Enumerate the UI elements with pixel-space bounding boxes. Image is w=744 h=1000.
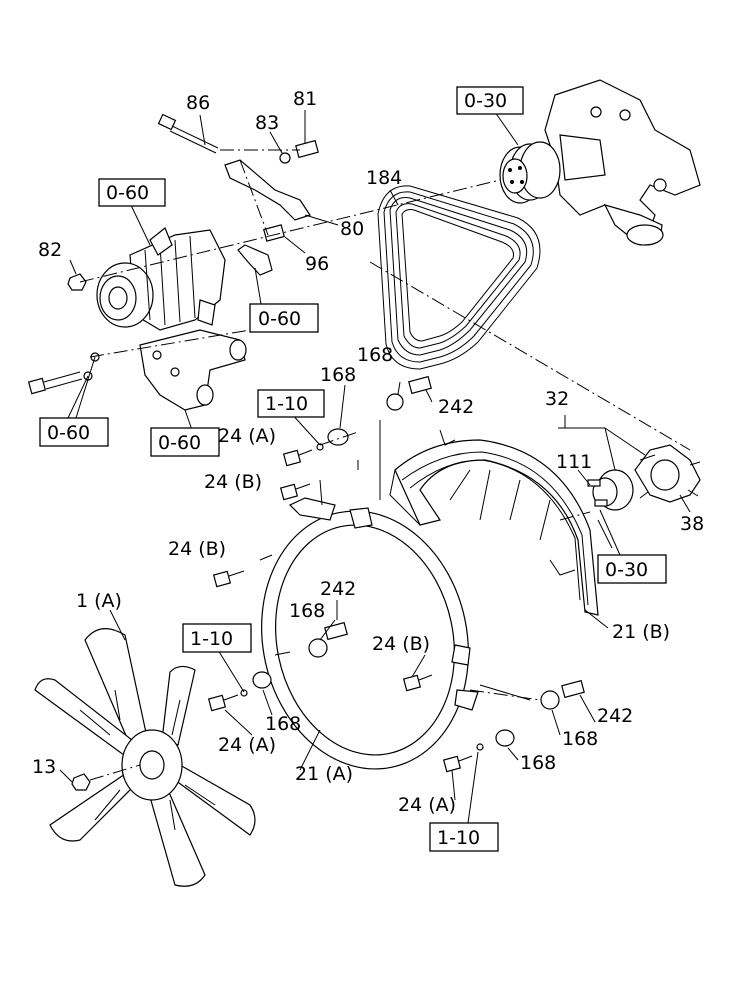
bolt-81 xyxy=(295,139,319,159)
callout-38: 38 xyxy=(680,513,704,535)
callout-111: 111 xyxy=(556,451,592,473)
callout-24B-upper: 24 (B) xyxy=(204,471,262,493)
callout-24A-lower: 24 (A) xyxy=(398,794,456,816)
small-bracket xyxy=(237,244,273,276)
callout-168-mid: 168 xyxy=(289,600,325,622)
ref-box-0-60-mount[interactable]: 0-60 xyxy=(150,427,220,457)
reference-boxes: 0-30 0-60 0-60 1-10 0-60 0-60 0-30 1-10 xyxy=(39,86,667,852)
callout-242-upper: 242 xyxy=(438,396,474,418)
drive-belt xyxy=(377,185,541,370)
fan-shroud-upper xyxy=(389,429,599,616)
callout-81: 81 xyxy=(293,88,317,110)
callout-labels: 86 83 81 80 96 82 184 168 168 242 32 111… xyxy=(32,88,704,816)
alternator xyxy=(96,227,226,331)
callout-24B-right: 24 (B) xyxy=(372,633,430,655)
callout-83: 83 xyxy=(255,112,279,134)
callout-168-lower-right: 168 xyxy=(520,752,556,774)
svg-text:1-10: 1-10 xyxy=(437,827,480,849)
callout-168-upper-right: 168 xyxy=(357,344,393,366)
bolt-96 xyxy=(263,224,285,242)
fan-pulley-hub xyxy=(587,469,634,511)
callout-242-right: 242 xyxy=(597,705,633,727)
hardware xyxy=(207,375,585,773)
callout-21B: 21 (B) xyxy=(612,621,670,643)
svg-text:1-10: 1-10 xyxy=(265,393,308,415)
water-pump xyxy=(499,79,701,246)
ref-box-0-30-hub[interactable]: 0-30 xyxy=(597,554,667,584)
ref-box-1-10-mid[interactable]: 1-10 xyxy=(182,623,252,653)
svg-text:0-60: 0-60 xyxy=(258,308,301,330)
callout-168-lower-left: 168 xyxy=(265,713,301,735)
svg-text:0-30: 0-30 xyxy=(464,90,507,112)
center-lines xyxy=(79,149,691,781)
washer-83 xyxy=(279,152,291,164)
callout-32: 32 xyxy=(545,388,569,410)
callout-13: 13 xyxy=(32,756,56,778)
callout-168-right: 168 xyxy=(562,728,598,750)
cooling-fan xyxy=(34,628,256,887)
ref-box-0-60-bracket[interactable]: 0-60 xyxy=(249,303,319,333)
adjusting-bar xyxy=(224,159,311,221)
svg-text:0-60: 0-60 xyxy=(47,422,90,444)
ref-box-1-10-lower[interactable]: 1-10 xyxy=(429,822,499,852)
alternator-mount-bracket xyxy=(139,329,247,411)
callout-21A: 21 (A) xyxy=(295,763,353,785)
callout-80: 80 xyxy=(340,218,364,240)
ref-box-0-30-top[interactable]: 0-30 xyxy=(456,86,524,115)
callout-24A-upper: 24 (A) xyxy=(218,425,276,447)
callout-24A-mid: 24 (A) xyxy=(218,734,276,756)
bolt-lower-left xyxy=(27,352,100,395)
nut-13 xyxy=(71,773,91,791)
callout-24B-left: 24 (B) xyxy=(168,538,226,560)
callout-184: 184 xyxy=(366,167,402,189)
ref-box-1-10-upper[interactable]: 1-10 xyxy=(257,389,325,418)
fan-spacer-38 xyxy=(634,444,701,503)
callout-82: 82 xyxy=(38,239,62,261)
callout-86: 86 xyxy=(186,92,210,114)
svg-text:0-60: 0-60 xyxy=(158,432,201,454)
ref-box-0-60-bolt[interactable]: 0-60 xyxy=(39,417,109,447)
callout-168-upper-left: 168 xyxy=(320,364,356,386)
callout-1A: 1 (A) xyxy=(76,590,122,612)
svg-text:0-60: 0-60 xyxy=(106,182,149,204)
svg-text:1-10: 1-10 xyxy=(190,628,233,650)
callout-242-mid: 242 xyxy=(320,578,356,600)
fan-shroud-ring xyxy=(259,497,479,770)
svg-text:0-30: 0-30 xyxy=(605,559,648,581)
bolt-86 xyxy=(157,113,219,154)
ref-box-0-60-alternator[interactable]: 0-60 xyxy=(98,178,166,207)
leader-lines xyxy=(59,110,691,824)
callout-96: 96 xyxy=(305,253,329,275)
nut-82 xyxy=(67,273,87,291)
